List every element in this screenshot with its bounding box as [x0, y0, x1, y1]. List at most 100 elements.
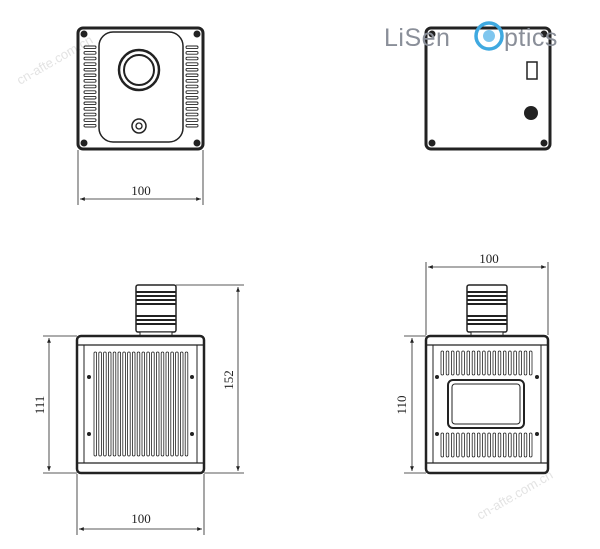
fin — [471, 432, 476, 458]
fin — [476, 350, 481, 376]
fin — [160, 351, 165, 457]
screw-icon — [435, 432, 439, 436]
rear-height-label: 110 — [394, 395, 409, 414]
fin — [179, 351, 184, 457]
front-view — [76, 26, 205, 151]
fin — [83, 101, 97, 106]
screw-icon — [193, 30, 201, 38]
fin — [170, 351, 174, 457]
fin — [502, 350, 507, 376]
svg-text:ptics: ptics — [504, 24, 558, 52]
fin — [93, 351, 97, 457]
fin — [103, 351, 107, 457]
fin — [185, 84, 199, 89]
fin — [456, 350, 460, 376]
fin — [440, 432, 444, 458]
fin — [83, 45, 97, 50]
screw-icon — [435, 375, 439, 379]
fin — [529, 350, 533, 376]
fin — [471, 350, 476, 376]
side-width-dimension: 100 — [76, 474, 205, 535]
overall-height-label: 152 — [221, 370, 236, 390]
fin — [83, 118, 97, 122]
fin — [518, 432, 522, 458]
fin — [487, 432, 491, 458]
fin — [136, 351, 141, 457]
fin — [83, 73, 97, 78]
watermark-2: cn-afte.com.cn — [474, 467, 555, 523]
logo-o-icon — [474, 21, 504, 51]
fin — [492, 432, 496, 458]
switch-icon — [526, 61, 538, 80]
fin — [155, 351, 160, 457]
screw-icon — [535, 375, 539, 379]
fin — [108, 351, 112, 457]
cooling-fins-top — [440, 350, 533, 376]
fin — [482, 432, 486, 458]
fin — [502, 432, 507, 458]
fin — [184, 351, 189, 457]
side-height-dimension: 111 — [32, 335, 77, 474]
fin — [513, 350, 517, 376]
screw-icon — [190, 432, 194, 436]
back-view — [424, 26, 552, 151]
screw-icon — [540, 30, 548, 38]
lens-icon — [123, 54, 155, 86]
fin — [513, 432, 517, 458]
fin — [146, 351, 150, 457]
side-view — [75, 284, 206, 475]
fin — [185, 112, 199, 117]
brand-logo: LiSen ptics — [384, 21, 558, 52]
svg-text:LiSen: LiSen — [384, 24, 450, 52]
fin — [523, 350, 528, 376]
cooling-fins-right — [185, 45, 199, 128]
fin — [175, 351, 179, 457]
fin — [185, 56, 199, 61]
fin — [508, 432, 512, 458]
fin — [83, 67, 97, 72]
fin — [482, 350, 486, 376]
logo-text-part1: LiSen — [384, 24, 450, 52]
fin — [508, 350, 512, 376]
overall-height-dimension: 152 — [176, 284, 244, 474]
screw-icon — [80, 30, 88, 38]
fin — [83, 95, 97, 100]
fin — [83, 79, 97, 83]
fin — [523, 432, 528, 458]
fin — [476, 432, 481, 458]
fin — [185, 123, 199, 128]
fin — [450, 350, 455, 376]
screw-icon — [428, 139, 436, 147]
fin — [497, 350, 502, 376]
fin — [83, 90, 97, 94]
fin — [440, 350, 444, 376]
fin — [185, 90, 199, 94]
fin — [487, 350, 491, 376]
cooling-fins-bottom — [440, 432, 533, 458]
fin — [492, 350, 496, 376]
fin — [83, 112, 97, 117]
fin — [141, 351, 145, 457]
fin — [83, 56, 97, 61]
front-width-dimension: 100 — [77, 150, 204, 205]
fin — [127, 351, 131, 457]
fin — [112, 351, 117, 457]
fin — [122, 351, 126, 457]
fin — [185, 107, 199, 111]
fin — [461, 432, 465, 458]
rear-height-dimension: 110 — [394, 335, 426, 474]
cooling-fins-left — [83, 45, 97, 128]
fin — [466, 432, 470, 458]
power-connector-icon — [524, 106, 538, 120]
fin — [466, 350, 470, 376]
fin — [117, 351, 121, 457]
screw-icon — [87, 432, 91, 436]
rear-width-label: 100 — [479, 251, 499, 266]
fin — [185, 101, 199, 106]
fin — [445, 350, 450, 376]
screw-icon — [190, 375, 194, 379]
screw-icon — [540, 139, 548, 147]
cooling-fins — [93, 351, 189, 457]
fin — [165, 351, 169, 457]
